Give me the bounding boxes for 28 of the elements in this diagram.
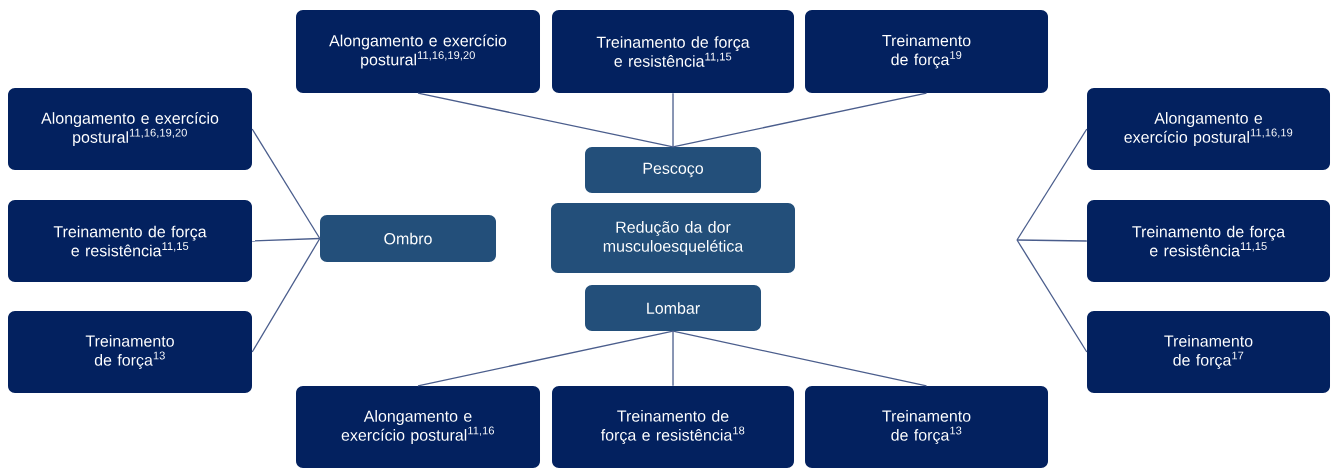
connector-line (251, 128, 321, 240)
connector-line (1016, 239, 1088, 353)
exercise-box: Treinamento de força e resistência$^{11,15}$ (1087, 200, 1330, 282)
exercise-box: Treinamento de força$^{13}$ (8, 311, 252, 393)
category-box: Ombro (320, 215, 496, 262)
exercise-box: Treinamento de força$^{17}$ (1087, 311, 1330, 393)
connector-line (1016, 239, 1088, 242)
exercise-box: Alongamento e exercício postural$^{11,16,19,20}$ (296, 10, 540, 93)
exercise-box: Alongamento e exercício postural$^{11,16}$ (296, 386, 540, 468)
category-box: Lombar (585, 285, 761, 331)
exercise-box: Alongamento e exercício postural$^{11,16,19}$ (1087, 88, 1330, 170)
central-box: Redução da dor musculoesquelética (551, 203, 795, 273)
connector-line (251, 237, 321, 353)
category-box: Pescoço (585, 147, 761, 193)
exercise-box: Treinamento de força e resistência$^{11,15}$ (8, 200, 252, 282)
connector-line (672, 330, 674, 387)
exercise-box: Treinamento de força$^{13}$ (805, 386, 1048, 468)
exercise-box: Treinamento de força e resistência$^{11,15}$ (552, 10, 794, 93)
connector-line (1016, 128, 1088, 241)
connector-line (672, 330, 928, 387)
connector-line (417, 92, 674, 148)
connector-line (251, 237, 321, 242)
connector-line (672, 92, 674, 148)
connector-line (672, 92, 928, 148)
exercise-box: Treinamento de força e resistência$^{18}$ (552, 386, 794, 468)
exercise-box: Alongamento e exercício postural$^{11,16,19,20}$ (8, 88, 252, 170)
exercise-box: Treinamento de força$^{19}$ (805, 10, 1048, 93)
connector-line (417, 330, 674, 387)
